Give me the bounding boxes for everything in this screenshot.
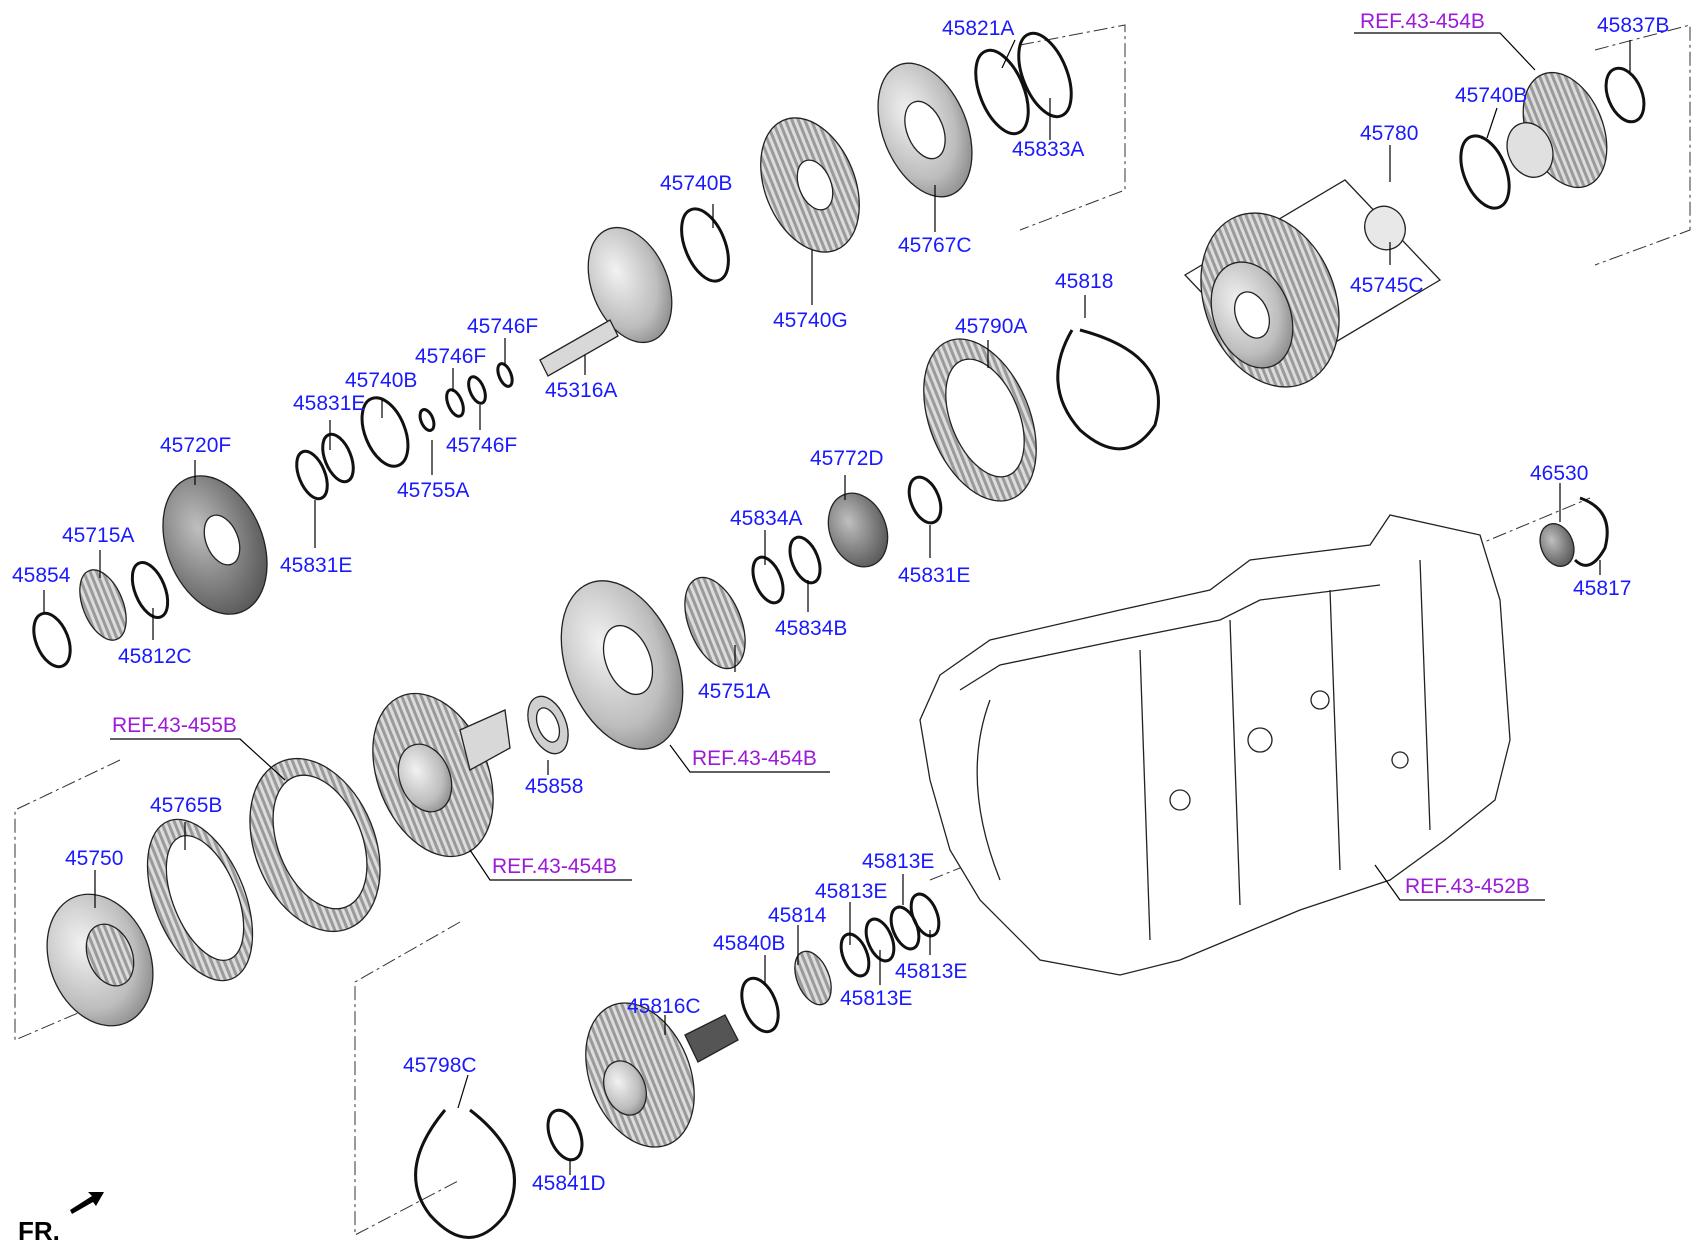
label-45780: 45780 (1360, 122, 1418, 145)
label-45740B-top: 45740B (660, 172, 732, 195)
ref-label-452B: REF.43-452B (1405, 875, 1530, 898)
bushing-45745C (1364, 205, 1406, 251)
label-45751A: 45751A (698, 680, 770, 703)
label-45790A: 45790A (955, 315, 1027, 338)
snap-ring-45798C (414, 1108, 516, 1239)
snap-ring-45821A (974, 48, 1030, 136)
label-45740B-mid: 45740B (345, 369, 417, 392)
leader-lines (43, 32, 1631, 1175)
label-45821A: 45821A (942, 17, 1014, 40)
label-45740B-right: 45740B (1455, 84, 1527, 107)
label-45813E-2: 45813E (815, 880, 887, 903)
label-45841D: 45841D (532, 1172, 606, 1195)
label-45818: 45818 (1055, 270, 1113, 293)
label-45816C: 45816C (627, 995, 701, 1018)
ref-label-455B: REF.43-455B (112, 714, 237, 737)
label-45767C: 45767C (898, 234, 972, 257)
label-45746F-1: 45746F (467, 315, 538, 338)
label-45746F-2: 45746F (415, 345, 486, 368)
ref-label-454B-mid: REF.43-454B (692, 747, 817, 770)
label-45840B: 45840B (713, 932, 785, 955)
label-45834A: 45834A (730, 507, 802, 530)
label-45772D: 45772D (810, 447, 884, 470)
label-45837B: 45837B (1597, 14, 1669, 37)
shaft-45316A (587, 226, 673, 344)
clutch-45715A (79, 569, 127, 641)
bearing-45814 (794, 950, 832, 1006)
label-45834B: 45834B (775, 617, 847, 640)
gear-45751A (684, 576, 746, 670)
label-45720F: 45720F (160, 434, 231, 457)
front-direction-label: FR. (18, 1216, 60, 1246)
label-46530: 46530 (1530, 462, 1588, 485)
label-45831E-2: 45831E (280, 554, 352, 577)
snap-ring-45818 (1056, 328, 1160, 451)
label-45316A: 45316A (545, 379, 617, 402)
ref-label-454B-low: REF.43-454B (492, 855, 617, 878)
label-45740G: 45740G (773, 309, 848, 332)
label-45798C: 45798C (403, 1054, 477, 1077)
bearing-46530 (1539, 523, 1575, 567)
label-45813E-3: 45813E (895, 960, 967, 983)
label-45813E-1: 45813E (862, 850, 934, 873)
ring-45740B-top (680, 207, 730, 283)
label-45814: 45814 (768, 904, 827, 927)
label-45833A: 45833A (1012, 138, 1084, 161)
label-45812C: 45812C (118, 645, 192, 668)
label-45813E-4: 45813E (840, 987, 912, 1010)
label-45831E-1: 45831E (293, 392, 365, 415)
label-45755A: 45755A (397, 479, 469, 502)
part-labels: 45821A 45833A 45767C 45740B 45740G 45316… (12, 14, 1669, 1195)
front-arrow-icon (70, 1192, 104, 1214)
part-graphics (32, 31, 1646, 1239)
transmission-housing (919, 514, 1511, 976)
label-45858: 45858 (525, 775, 583, 798)
label-45765B: 45765B (150, 794, 222, 817)
label-45746F-3: 45746F (446, 434, 517, 457)
reference-labels: REF.43-454B REF.43-454B REF.43-454B REF.… (112, 10, 1530, 898)
label-45715A: 45715A (62, 524, 134, 547)
label-45854: 45854 (12, 564, 71, 587)
label-45817: 45817 (1573, 577, 1631, 600)
label-45831E-3: 45831E (898, 564, 970, 587)
label-45745C: 45745C (1350, 274, 1424, 297)
ref-label-454B-top: REF.43-454B (1360, 10, 1485, 33)
ring-45833A (1017, 31, 1073, 119)
gear-45772D (827, 492, 889, 568)
label-45750: 45750 (65, 847, 123, 870)
